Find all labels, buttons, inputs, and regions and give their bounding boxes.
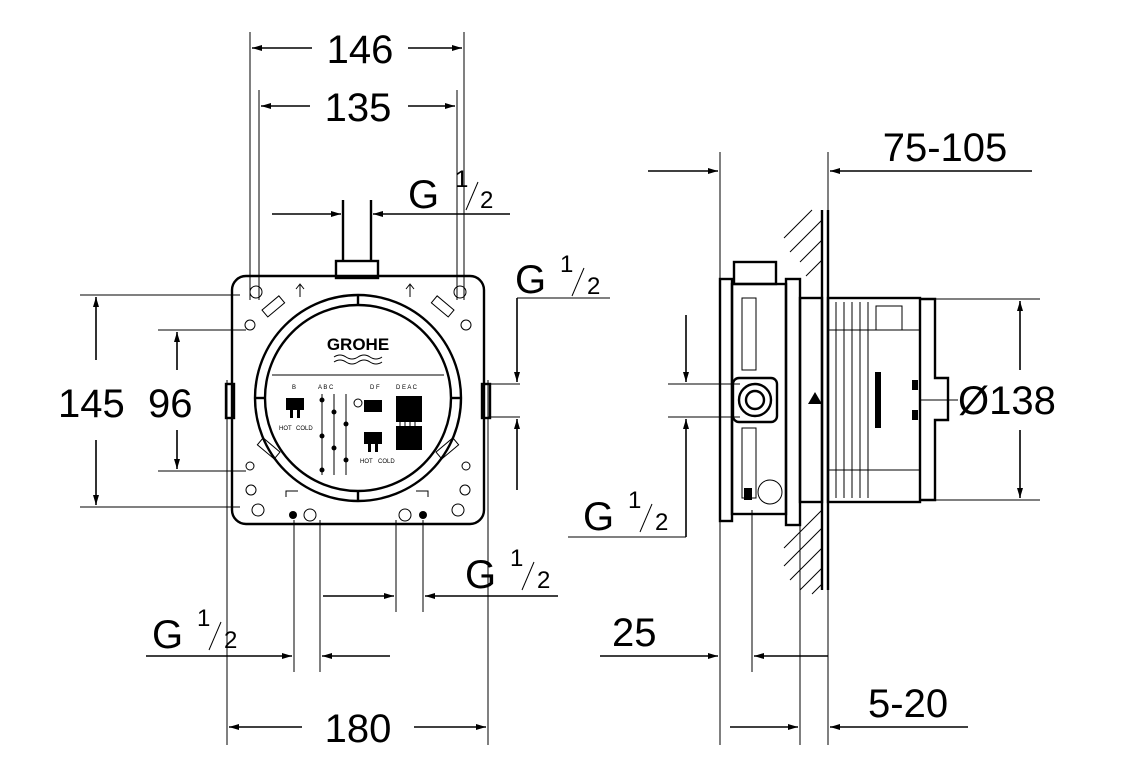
- valve-matrix-left: [319, 394, 349, 475]
- svg-text:1: 1: [560, 251, 573, 278]
- svg-text:G: G: [408, 173, 439, 217]
- svg-text:2: 2: [587, 273, 600, 300]
- thread-label-side: G 1 2: [583, 487, 668, 539]
- thread-label-right: G 1 2: [515, 251, 600, 302]
- fixing-top-left-icon: [244, 283, 305, 331]
- dim-145-text: 145: [58, 382, 125, 426]
- svg-text:2: 2: [480, 187, 493, 214]
- svg-text:G: G: [152, 613, 183, 657]
- svg-text:G: G: [515, 258, 546, 302]
- installation-diagram-panel: B A B C D F D E A C HOT COLD: [279, 385, 422, 475]
- svg-text:G: G: [465, 553, 496, 597]
- svg-text:D F: D F: [370, 385, 380, 391]
- svg-text:COLD: COLD: [378, 459, 395, 465]
- svg-text:1: 1: [455, 166, 468, 193]
- fixing-bottom-left-icon: [245, 437, 281, 517]
- fixing-top-right-icon: [405, 283, 472, 331]
- svg-text:HOT: HOT: [360, 459, 373, 465]
- valve-body-side: [718, 260, 950, 527]
- mounting-plate: GROHE B A B C D F D E A C HOT COLD: [224, 200, 492, 526]
- dim-135-text: 135: [325, 86, 392, 130]
- valve-matrix-right: [396, 396, 422, 450]
- svg-text:2: 2: [537, 567, 550, 594]
- svg-text:2: 2: [224, 627, 237, 654]
- thread-label-bottom-right: G 1 2: [465, 545, 550, 597]
- svg-text:B: B: [292, 385, 296, 391]
- svg-text:1: 1: [510, 545, 523, 572]
- svg-text:G: G: [583, 495, 614, 539]
- dim-146-text: 146: [327, 28, 394, 72]
- dim-depth-text: 75-105: [883, 126, 1008, 170]
- svg-text:D E A C: D E A C: [396, 385, 418, 391]
- svg-text:2: 2: [655, 509, 668, 536]
- thread-label-top: G 1 2: [408, 166, 493, 217]
- svg-text:HOT: HOT: [279, 426, 292, 432]
- brand-logo: GROHE: [327, 335, 389, 354]
- front-view: 146 135 G 1 2 G 1 2 145: [58, 28, 610, 751]
- dim-wall-text: 5-20: [868, 682, 948, 726]
- svg-text:COLD: COLD: [296, 426, 313, 432]
- svg-text:1: 1: [197, 605, 210, 632]
- fixing-bottom-right-icon: [435, 437, 471, 517]
- dim-diameter-text: Ø138: [958, 379, 1056, 423]
- dim-180-text: 180: [325, 707, 392, 751]
- svg-text:A B C: A B C: [318, 385, 334, 391]
- thread-label-bottom-left: G 1 2: [152, 605, 237, 657]
- svg-text:1: 1: [628, 487, 641, 514]
- dim-25-text: 25: [612, 611, 657, 655]
- dim-96-text: 96: [148, 382, 193, 426]
- side-view: 75-105 Ø138 G 1 2 25 5-20: [568, 126, 1056, 745]
